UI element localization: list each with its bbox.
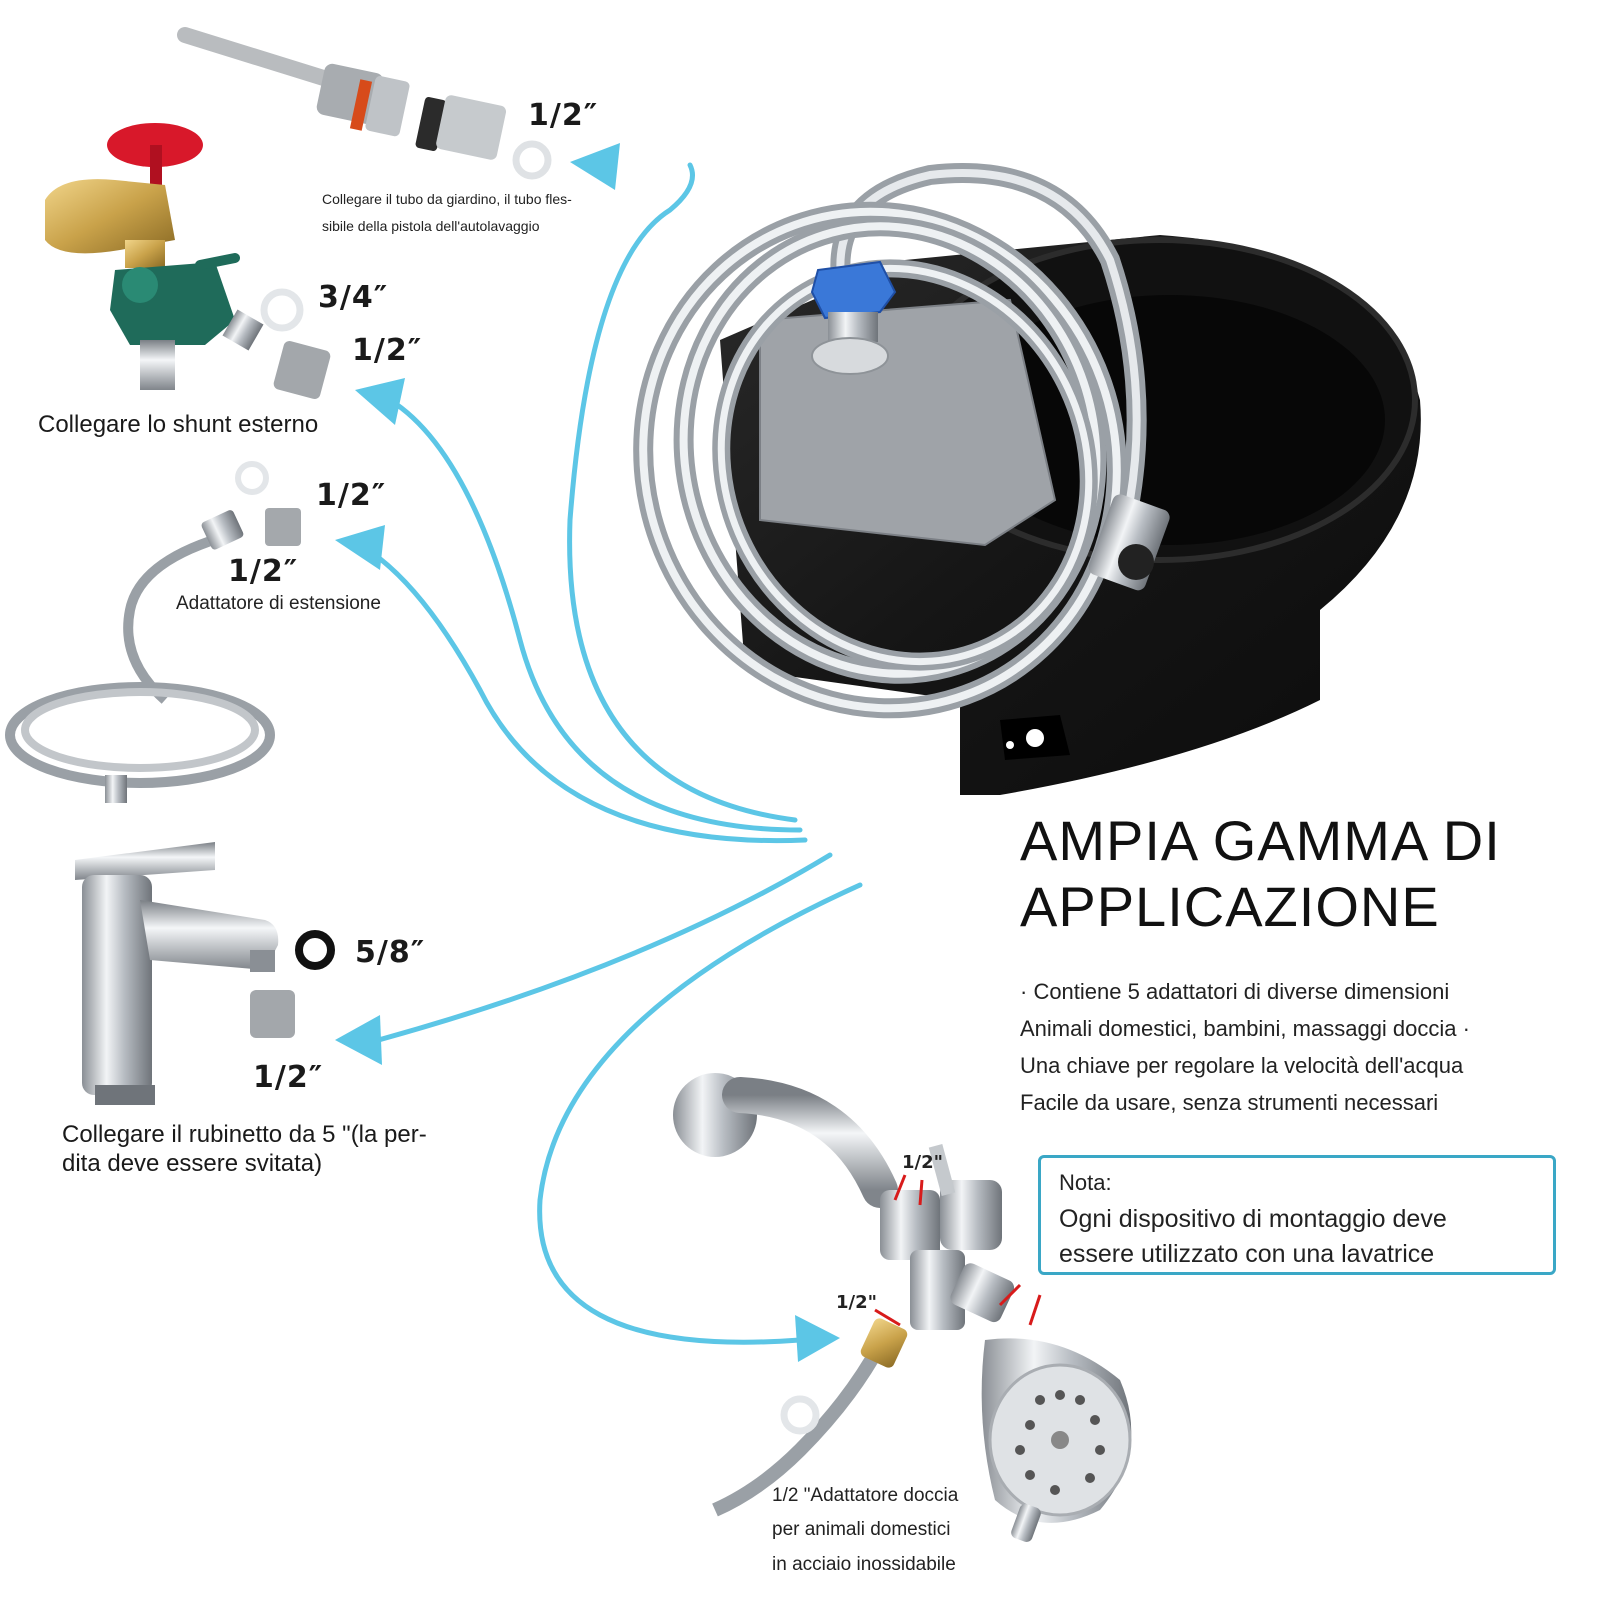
arrowhead-garden <box>570 143 620 190</box>
extension-size-top: 1/2″ <box>316 478 387 513</box>
note-box: Nota: Ogni dispositivo di montaggio deve… <box>1038 1155 1556 1275</box>
garden-size-label: 1/2″ <box>528 98 599 133</box>
arrow-to-shower <box>537 882 863 1345</box>
feature-3: Una chiave per regolare la velocità dell… <box>1020 1053 1464 1078</box>
shower-size-a: 1/2" <box>902 1152 944 1173</box>
braided-hose-coil <box>633 163 1147 719</box>
extension-caption: Adattatore di estensione <box>176 593 381 614</box>
shower-hose <box>712 1318 908 1517</box>
feature-4: Facile da usare, senza strumenti necessa… <box>1020 1090 1439 1115</box>
bowl-valve-cover <box>759 298 1057 547</box>
arrow-to-shunt <box>387 397 803 833</box>
outdoor-spigot-splitter <box>45 123 331 400</box>
extension-size-bottom: 1/2″ <box>228 554 299 589</box>
shower-head <box>981 1338 1132 1542</box>
hose-end-nut <box>1088 494 1170 591</box>
shower-caption-line2: per animali domestici <box>772 1519 951 1540</box>
note-title: Nota: <box>1059 1170 1112 1195</box>
garden-caption-line2: sibile della pistola dell'autolavaggio <box>322 218 540 234</box>
arrowhead-extension <box>335 525 385 570</box>
arrow-to-faucet <box>357 852 833 1048</box>
note-line2: essere utilizzato con una lavatrice <box>1059 1240 1435 1268</box>
extension-hose <box>5 461 301 803</box>
shower-caption-line3: in acciaio inossidabile <box>772 1554 956 1575</box>
garden-hose-connector <box>177 27 552 180</box>
headline-line2: APPLICAZIONE <box>1020 875 1440 938</box>
shower-size-b: 1/2" <box>836 1292 878 1313</box>
arrowhead-faucet <box>335 1015 382 1065</box>
faucet-size-top: 5/8″ <box>355 935 426 970</box>
note-line1: Ogni dispositivo di montaggio deve <box>1059 1205 1447 1233</box>
shunt-size-bottom: 1/2″ <box>352 333 423 368</box>
shower-caption-line1: 1/2 "Adattatore doccia <box>772 1485 959 1506</box>
bathroom-faucet <box>75 842 335 1105</box>
bowl-blue-fitting <box>810 260 897 375</box>
feature-2: Animali domestici, bambini, massaggi doc… <box>1020 1016 1470 1041</box>
shower-diverter <box>673 1073 1015 1330</box>
arrow-heads <box>335 143 840 1362</box>
faucet-caption-line2: dita deve essere svitata) <box>62 1150 323 1177</box>
faucet-size-bottom: 1/2″ <box>253 1060 324 1095</box>
shunt-caption: Collegare lo shunt esterno <box>38 411 319 438</box>
feature-1: · Contiene 5 adattatori di diverse dimen… <box>1020 979 1450 1004</box>
note-body: Ogni dispositivo di montaggio deve esser… <box>1059 1202 1447 1272</box>
arrowhead-shower <box>795 1315 840 1362</box>
headline-line1: AMPIA GAMMA DI <box>1020 809 1501 872</box>
shunt-size-top: 3/4″ <box>318 280 389 315</box>
arrow-to-extension <box>357 542 808 844</box>
arrowhead-shunt <box>355 378 405 425</box>
garden-caption-line1: Collegare il tubo da giardino, il tubo f… <box>322 191 572 207</box>
connection-arrows <box>357 162 863 1345</box>
red-pointer-arrows <box>874 1174 1042 1327</box>
arrow-to-garden <box>567 162 798 823</box>
faucet-caption-line1: Collegare il rubinetto da 5 "(la per- <box>62 1121 427 1148</box>
